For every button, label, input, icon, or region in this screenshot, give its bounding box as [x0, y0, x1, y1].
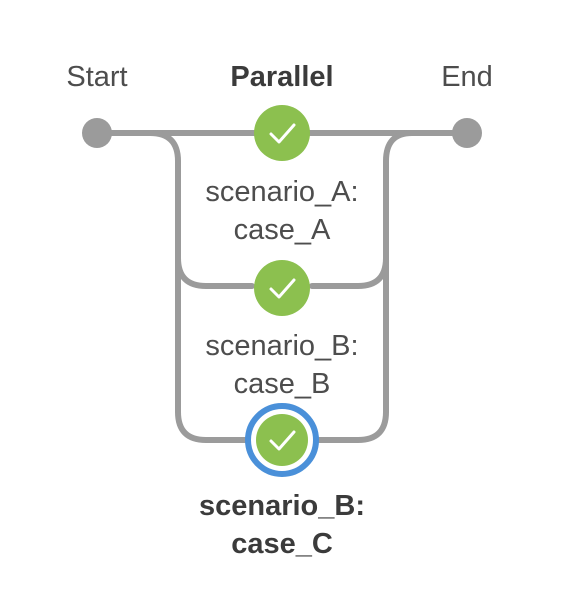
start-label: Start: [66, 61, 128, 93]
branch-label-line1: scenario_B:: [198, 490, 365, 522]
branch-node-scenario-a-case-a[interactable]: [254, 105, 310, 161]
branch-node-scenario-b-case-c[interactable]: [245, 403, 319, 477]
branch-label-b[interactable]: scenario_B: case_B: [182, 327, 382, 403]
check-icon: [269, 278, 296, 299]
branch-label-line2: case_A: [233, 214, 331, 246]
fork-left-lower-connector: [175, 255, 251, 443]
branch-node-scenario-b-case-b[interactable]: [254, 260, 310, 316]
branch-label-a[interactable]: scenario_A: case_A: [182, 173, 382, 249]
end-node: [452, 118, 482, 148]
success-status-circle: [254, 105, 310, 161]
branch-label-line2: case_C: [231, 528, 333, 560]
check-icon: [269, 430, 296, 451]
branch-label-line1: scenario_A:: [205, 176, 359, 208]
branch-label-line2: case_B: [233, 368, 331, 400]
success-status-circle: [254, 260, 310, 316]
check-icon: [269, 123, 296, 144]
start-node: [82, 118, 112, 148]
end-label: End: [441, 61, 493, 93]
branch-label-line1: scenario_B:: [205, 330, 359, 362]
join-right-lower-connector: [315, 255, 389, 443]
success-status-circle: [256, 414, 308, 466]
branch-label-c[interactable]: scenario_B: case_C: [182, 487, 382, 563]
stage-label: Parallel: [230, 61, 334, 93]
